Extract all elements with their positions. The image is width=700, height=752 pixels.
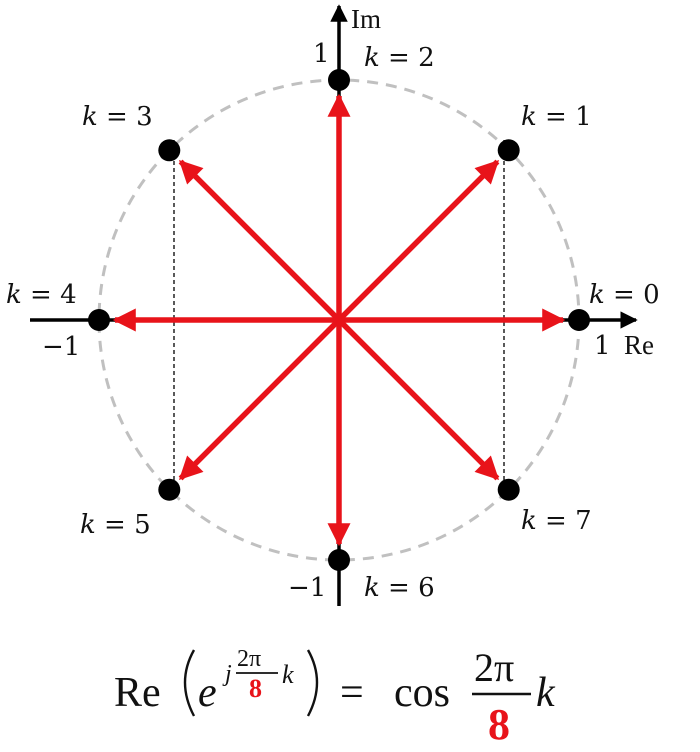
root-points — [88, 69, 590, 571]
point-k-7 — [497, 478, 520, 501]
formula-right-paren — [306, 649, 319, 717]
label-k-1: k = 1 — [521, 102, 592, 132]
label-k-7: k = 7 — [521, 506, 592, 536]
tick-pos-imag: 1 — [313, 39, 330, 69]
formula-var-k: k — [536, 670, 556, 716]
formula-exp-k: k — [282, 660, 294, 689]
formula-left-paren — [183, 649, 196, 717]
formula-equals: = — [340, 670, 364, 716]
tick-neg-imag: −1 — [288, 573, 326, 603]
label-k-4: k = 4 — [6, 280, 77, 310]
real-axis-label: Re — [624, 330, 654, 360]
point-k-4 — [88, 309, 110, 331]
arrow-k-7 — [337, 318, 500, 481]
formula-exp-j: j — [222, 661, 232, 687]
point-k-3 — [158, 139, 181, 162]
imag-axis-label: Im — [351, 4, 381, 34]
arrow-k-1 — [337, 159, 500, 322]
point-k-2 — [328, 69, 350, 91]
point-k-5 — [158, 478, 181, 501]
point-k-6 — [328, 549, 350, 571]
label-k-0: k = 0 — [589, 280, 660, 310]
formula-frac-den: 8 — [488, 700, 510, 749]
label-k-5: k = 5 — [80, 510, 151, 540]
tick-neg-real: −1 — [42, 332, 80, 362]
formula-base-e: e — [198, 670, 217, 716]
label-k-6: k = 6 — [364, 573, 435, 603]
formula: Re e j 2π 8 k = cos 2π 8 k — [114, 645, 556, 749]
root-arrows — [112, 93, 566, 547]
label-k-3: k = 3 — [82, 102, 153, 132]
formula-re: Re — [114, 670, 161, 716]
formula-exp-den: 8 — [249, 674, 262, 703]
formula-exp-num: 2π — [237, 646, 261, 672]
point-k-1 — [497, 139, 520, 162]
label-k-2: k = 2 — [364, 43, 435, 73]
formula-cos: cos — [394, 670, 450, 716]
arrow-k-5 — [178, 318, 341, 481]
arrow-k-3 — [178, 159, 341, 322]
point-k-0 — [568, 309, 590, 331]
tick-pos-real: 1 — [594, 331, 611, 361]
formula-frac-num: 2π — [474, 645, 514, 690]
